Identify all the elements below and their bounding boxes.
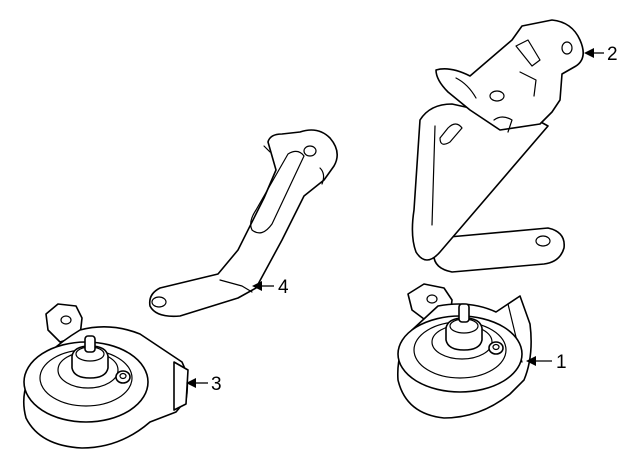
callout-4: 4 [252, 277, 289, 298]
callout-2: 2 [584, 44, 618, 65]
bracket-upper-right [411, 19, 584, 273]
callout-label-1: 1 [556, 352, 567, 373]
callout-1: 1 [526, 352, 567, 373]
callout-label-2: 2 [607, 44, 618, 65]
callout-label-3: 3 [211, 374, 222, 395]
callout-label-4: 4 [278, 277, 289, 298]
arrow-left-icon [252, 281, 262, 291]
arrow-left-icon [526, 356, 536, 366]
arrow-left-icon [186, 378, 196, 388]
horn-left [22, 303, 189, 449]
horn-right [396, 283, 532, 419]
arrow-left-icon [584, 48, 594, 58]
bracket-center [148, 129, 338, 318]
callout-3: 3 [186, 374, 222, 395]
